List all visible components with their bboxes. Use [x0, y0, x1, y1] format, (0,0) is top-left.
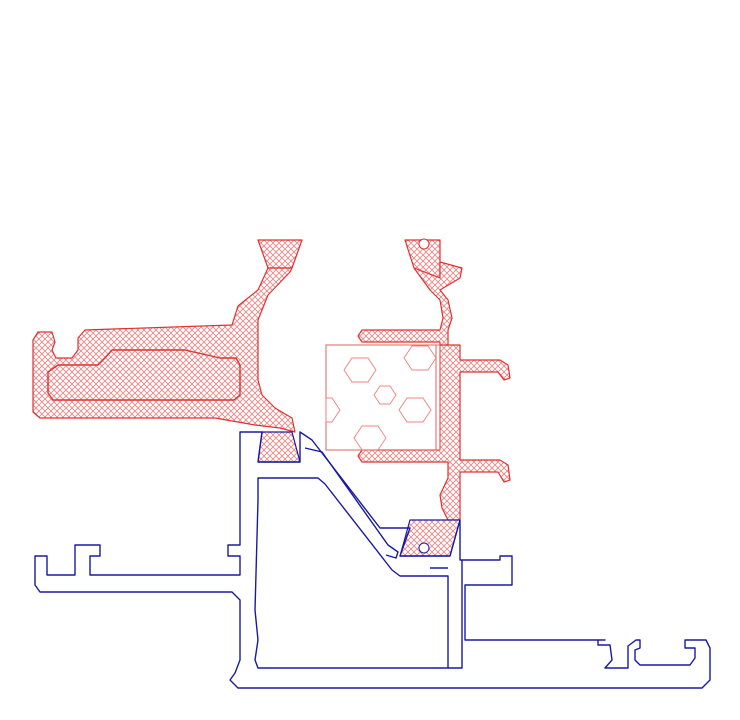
insulating-insert [325, 344, 441, 451]
lower-aluminium-profile [34, 431, 711, 689]
upper-profile-chamber [256, 50, 448, 220]
thermal-strip-upper-left [257, 239, 303, 269]
upper-aluminium-profile [193, 32, 513, 272]
lower-profile-right-wall [448, 560, 463, 669]
thermal-strip-lower-left [257, 431, 301, 463]
hex-cell [403, 345, 437, 371]
upper-profile-channel [300, 240, 405, 260]
insert-hex-pattern [325, 345, 437, 451]
screw-port-upper [418, 238, 430, 250]
hex-cell [373, 385, 397, 405]
thermal-break-right-body [357, 261, 511, 521]
hex-cell [325, 397, 341, 423]
thermal-break-polyamide [32, 238, 511, 557]
hex-cell [343, 357, 377, 383]
lower-profile-chamber [254, 477, 449, 669]
thermal-break-left-cavity [47, 349, 241, 401]
upper-profile-webs [216, 213, 490, 248]
lower-profile-outline [34, 431, 711, 689]
hex-cell [353, 425, 387, 451]
lower-profile-inner-web [304, 447, 448, 569]
screw-port-lower [418, 542, 430, 554]
upper-profile-outline [193, 32, 513, 272]
hex-cell [398, 397, 432, 423]
insert-outline [325, 344, 441, 451]
